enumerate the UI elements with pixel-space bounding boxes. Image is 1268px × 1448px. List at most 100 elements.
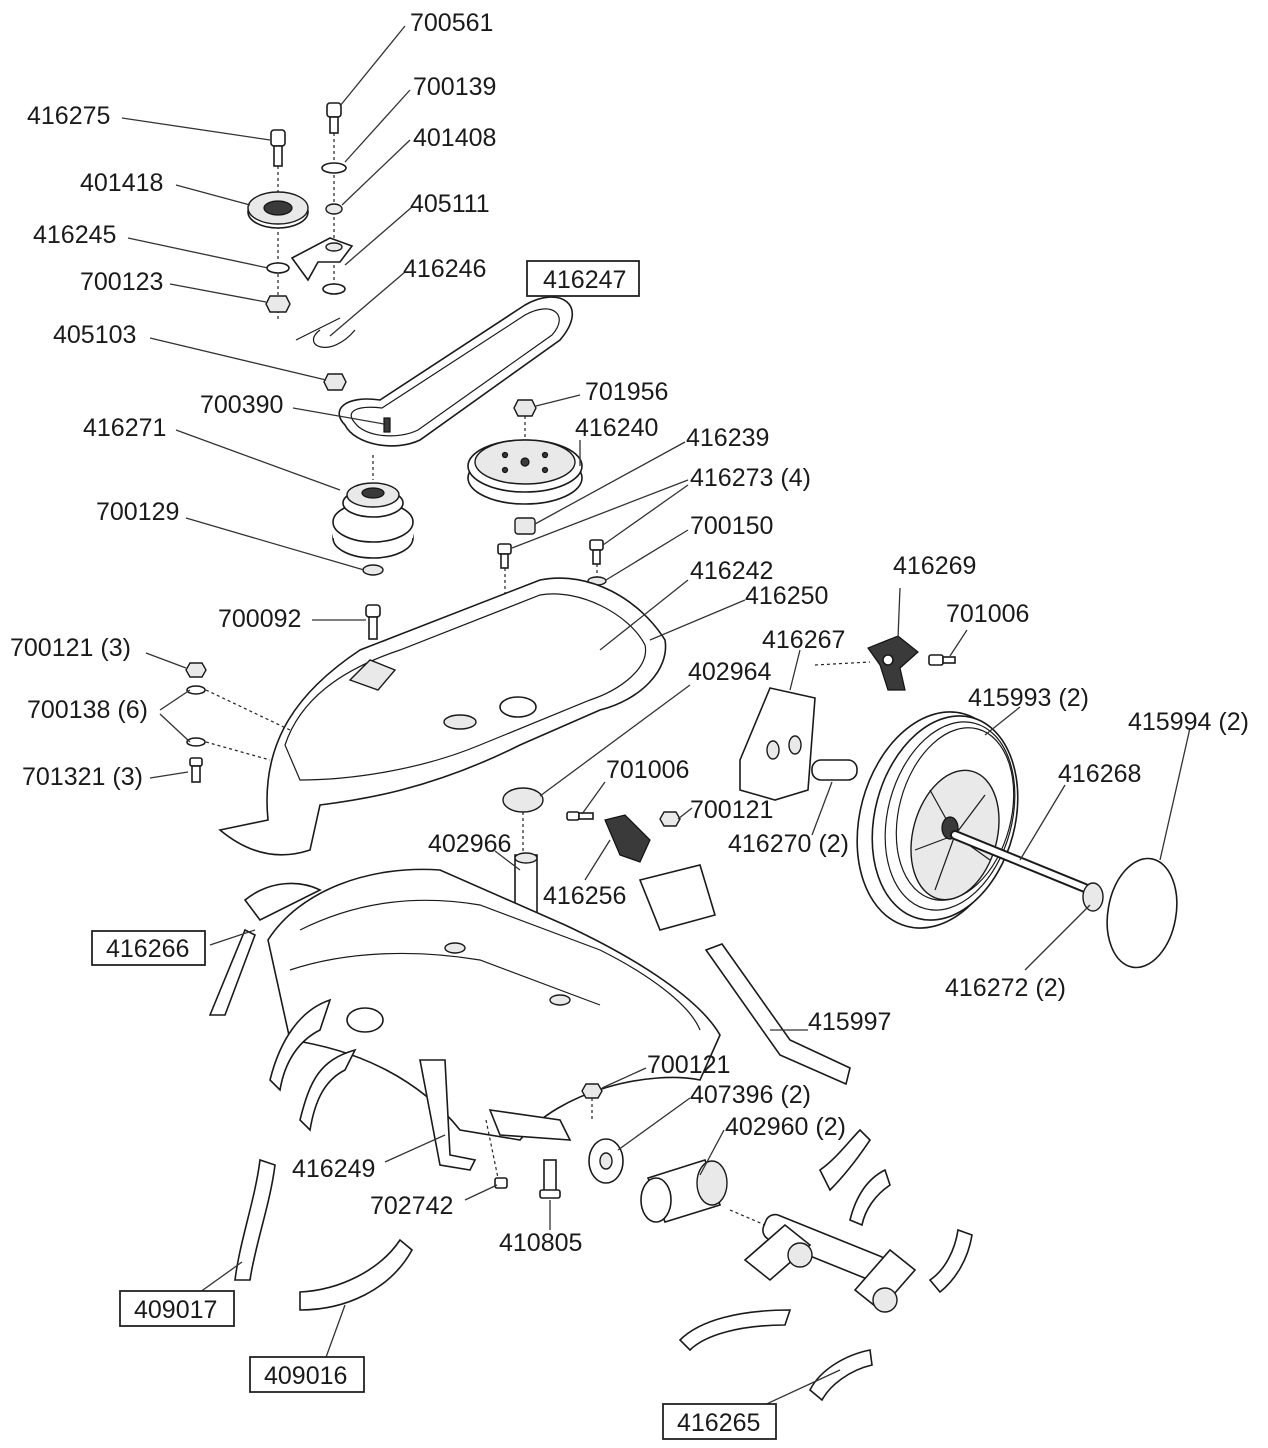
label-416267: 416267: [762, 626, 845, 654]
nut-700121-low: [581, 1083, 603, 1099]
label-701006-mid: 701006: [606, 756, 689, 784]
label-700138: 700138 (6): [27, 696, 148, 724]
label-701956: 701956: [585, 378, 668, 406]
label-416242: 416242: [690, 557, 773, 585]
label-box-416247: [526, 260, 640, 297]
label-416270: 416270 (2): [728, 830, 849, 858]
label-700561: 700561: [410, 9, 493, 37]
label-415993: 415993 (2): [968, 684, 1089, 712]
label-700092: 700092: [218, 605, 301, 633]
label-700121-mid: 700121: [690, 796, 773, 824]
housing-416250: [218, 577, 667, 856]
label-402964: 402964: [688, 658, 772, 686]
label-407396: 407396 (2): [690, 1081, 811, 1109]
part-number-labels: 700561 700139 416275 401408 401418 40511…: [10, 9, 1249, 1437]
tine-409016: [299, 1238, 414, 1311]
label-416247: 416247: [543, 266, 626, 294]
nut-700121-left: [185, 662, 207, 678]
label-410805: 410805: [499, 1229, 582, 1257]
label-416272: 416272 (2): [945, 974, 1066, 1002]
label-702742: 702742: [370, 1192, 453, 1220]
label-416250: 416250: [745, 582, 828, 610]
label-416265: 416265: [677, 1409, 760, 1437]
label-700139: 700139: [413, 73, 496, 101]
nut-701956: [513, 399, 537, 417]
bracket-416267: [739, 687, 816, 801]
nut-700123: [265, 295, 291, 313]
bolt-410805: [539, 1159, 561, 1199]
spacer-416270: [811, 759, 858, 781]
label-416269: 416269: [893, 552, 976, 580]
label-401418: 401418: [80, 169, 163, 197]
tine-409017: [234, 1158, 276, 1281]
hubcap-415994: [1106, 857, 1178, 969]
label-416256: 416256: [543, 882, 626, 910]
bolt-701006-right: [928, 654, 956, 666]
key-700390: [383, 417, 391, 433]
leader-lines: [121, 25, 1191, 1408]
washer-700138-a: [186, 685, 206, 695]
washer-416245: [266, 262, 290, 274]
label-box-409017: [119, 1290, 235, 1327]
label-701321: 701321 (3): [22, 763, 143, 791]
bushing-402960: [640, 1159, 728, 1223]
label-401408: 401408: [413, 124, 496, 152]
bolt-702742: [494, 1177, 508, 1189]
bolt-700092: [365, 604, 381, 640]
idler-pulley-401418: [247, 191, 309, 229]
label-700150: 700150: [690, 512, 773, 540]
label-416273: 416273 (4): [690, 464, 811, 492]
washer-700139: [321, 162, 347, 174]
idler-arm-405111: [290, 237, 354, 282]
label-402960: 402960 (2): [725, 1113, 846, 1141]
washer-700138-b: [186, 737, 206, 747]
tine-shaft-416249: [419, 1059, 572, 1171]
washer-405111b: [322, 283, 346, 295]
label-416275: 416275: [27, 102, 110, 130]
label-416268: 416268: [1058, 760, 1141, 788]
label-416271: 416271: [83, 414, 166, 442]
tine-assembly-416265: [678, 1128, 973, 1402]
label-700121-low: 700121: [647, 1051, 730, 1079]
label-box-416266: [91, 930, 206, 966]
label-box-416265: [662, 1403, 777, 1440]
hub-416239: [514, 517, 536, 535]
bearing-402964: [502, 787, 544, 813]
pulley-416240: [467, 439, 583, 505]
label-416266: 416266: [106, 935, 189, 963]
nut-405103: [323, 373, 347, 391]
parts-illustration: [185, 102, 1178, 1402]
tines-416266-left: [208, 882, 384, 1132]
bolt-701321: [189, 757, 203, 783]
label-700129: 700129: [96, 498, 179, 526]
washer-700129: [362, 564, 384, 576]
label-box-409016: [249, 1356, 365, 1393]
label-416249: 416249: [292, 1155, 375, 1183]
label-416239: 416239: [686, 424, 769, 452]
nut-700121-mid: [659, 811, 681, 827]
wheel-415993: [856, 711, 1019, 929]
nut-401408: [325, 203, 343, 215]
label-700121-left: 700121 (3): [10, 634, 131, 662]
pulley-416271: [332, 455, 414, 559]
label-416245: 416245: [33, 221, 116, 249]
label-415997: 415997: [808, 1008, 891, 1036]
label-700123: 700123: [80, 268, 163, 296]
label-409017: 409017: [134, 1296, 217, 1324]
knob-416269: [867, 635, 919, 691]
label-416240: 416240: [575, 414, 658, 442]
label-700390: 700390: [200, 391, 283, 419]
bolt-701006-mid: [566, 811, 594, 821]
label-415994: 415994 (2): [1128, 708, 1249, 736]
label-416246: 416246: [403, 255, 486, 283]
label-701006-right: 701006: [946, 600, 1029, 628]
boxed-labels: [91, 260, 777, 1440]
belt-416247: [338, 296, 573, 447]
spring-416246: [295, 317, 356, 348]
label-405111: 405111: [410, 190, 490, 218]
lever-416256: [604, 814, 717, 931]
label-409016: 409016: [264, 1362, 347, 1390]
label-405103: 405103: [53, 321, 136, 349]
gearbox-cover-416266: [267, 868, 721, 1141]
